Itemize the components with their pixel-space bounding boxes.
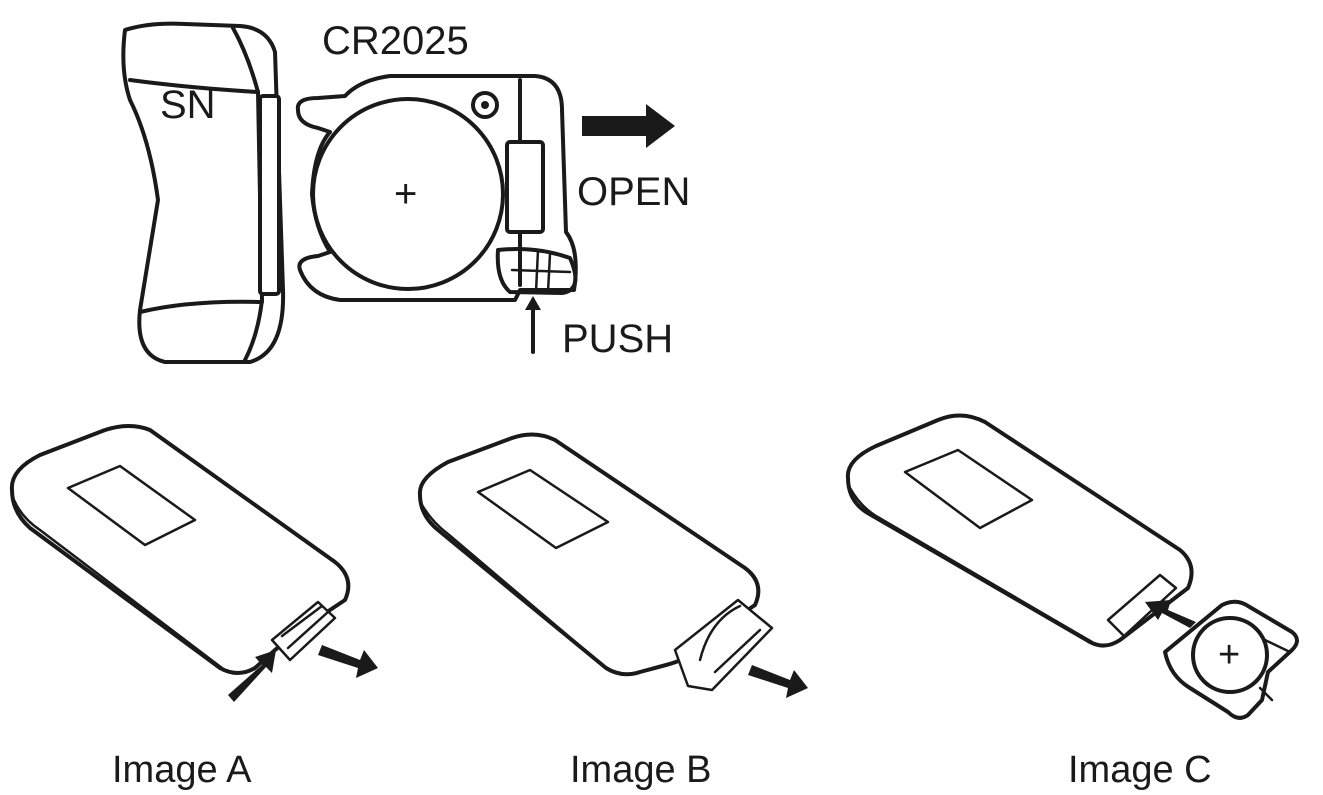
pull-arrow-icon	[318, 645, 378, 678]
insert-arrow-icon	[1145, 600, 1196, 628]
remote-end-body	[121, 21, 286, 364]
polarity-mark-c: +	[1218, 634, 1240, 676]
battery-type-label: CR2025	[322, 19, 469, 63]
push-arrow-icon	[228, 650, 276, 702]
step-b-illustration	[417, 432, 808, 698]
pull-arrow-icon	[748, 665, 808, 698]
push-label: PUSH	[562, 317, 673, 361]
caption-image-a: Image A	[112, 749, 252, 791]
remote-sn-label: SN	[160, 83, 216, 127]
top-detail-diagram: SN + CR2025 OPEN PUSH	[121, 19, 690, 364]
polarity-mark: +	[394, 172, 417, 216]
step-a-illustration	[9, 424, 378, 702]
caption-image-b: Image B	[570, 749, 712, 791]
step-c-illustration	[845, 413, 1299, 720]
caption-image-c: Image C	[1068, 749, 1212, 791]
open-arrow-icon	[582, 104, 675, 148]
push-arrow-icon	[525, 296, 541, 354]
battery-tray	[295, 74, 578, 302]
open-label: OPEN	[577, 170, 690, 214]
